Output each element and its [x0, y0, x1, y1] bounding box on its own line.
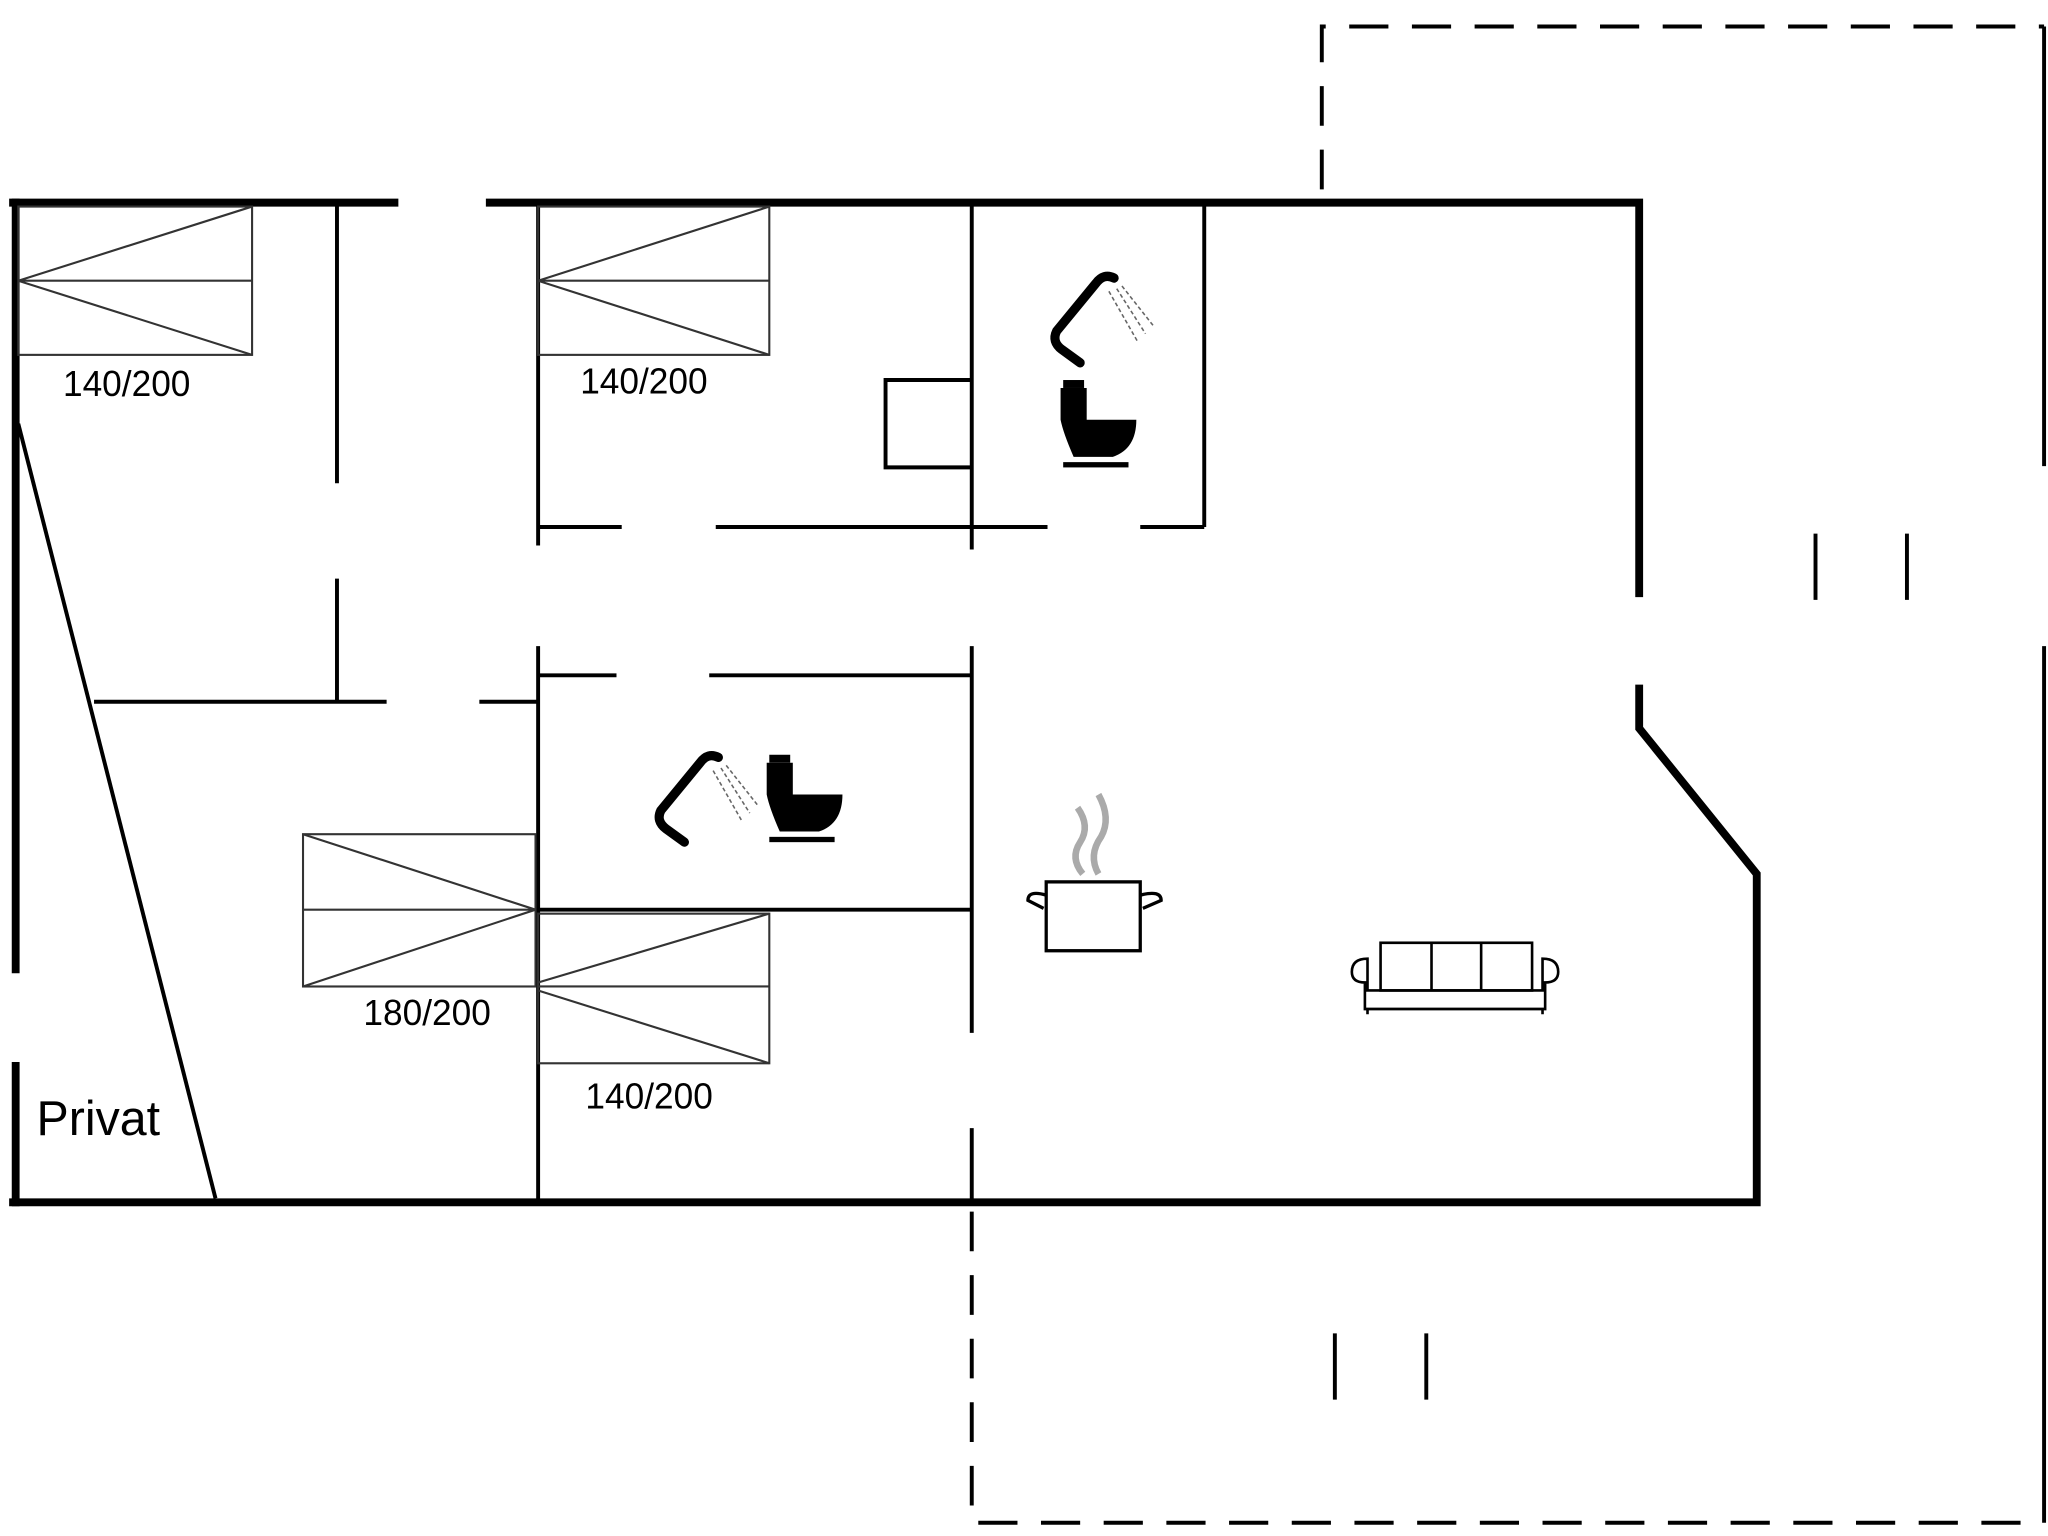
bed-3: 180/200 [301, 833, 537, 1033]
bed-size-label: 140/200 [580, 361, 707, 401]
toilet-icon [1060, 380, 1137, 468]
bed-size-label: 140/200 [63, 364, 190, 404]
bed-size-label: 180/200 [363, 993, 490, 1033]
sofa-icon [1350, 941, 1560, 1015]
shower-icon [1050, 271, 1154, 368]
outer-walls [9, 198, 1761, 1207]
toilet-icon [766, 754, 843, 843]
bed-size-label: 140/200 [585, 1076, 712, 1116]
bed-2: 140/200 [537, 205, 771, 401]
bed-4: 140/200 [537, 912, 771, 1116]
shower-icon [654, 751, 759, 847]
inner-walls [16, 202, 1207, 1203]
terrace-outline [969, 24, 2047, 1525]
bed-1: 140/200 [17, 205, 254, 404]
room-label-privat: Privat [37, 1091, 161, 1145]
cooking-pot-icon [1026, 792, 1163, 953]
